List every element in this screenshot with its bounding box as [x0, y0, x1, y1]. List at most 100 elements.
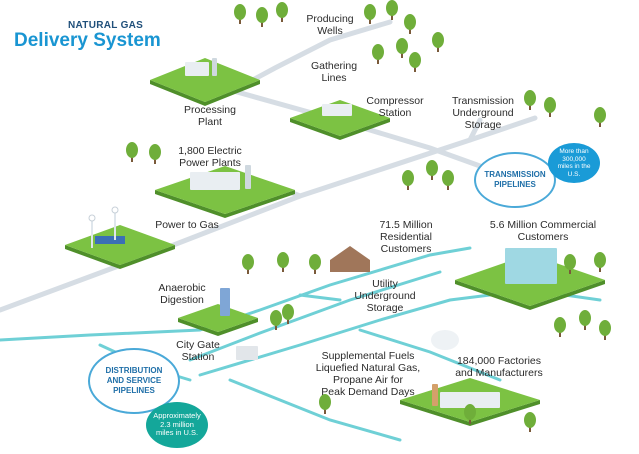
lng-tank [431, 330, 459, 350]
tile-anaerobic [178, 304, 258, 332]
tree-trunk-25 [604, 333, 606, 340]
tree-9 [432, 32, 444, 48]
label-utility-storage: Utility Underground Storage [354, 278, 416, 314]
solar-panels [95, 236, 125, 244]
tree-25 [599, 320, 611, 336]
tree-trunk-15 [407, 183, 409, 190]
tile-commercial-side-right [530, 280, 605, 310]
tree-24 [579, 310, 591, 326]
anaerobic-tower [220, 288, 230, 316]
tree-trunk-29 [275, 323, 277, 330]
tree-11 [544, 97, 556, 113]
tree-21 [564, 254, 576, 270]
tree-trunk-21 [569, 267, 571, 274]
tree-trunk-28 [324, 407, 326, 414]
teal-pipe-1 [188, 270, 442, 362]
tile-compressor-station-side-left [290, 118, 340, 140]
label-supplemental: Supplemental Fuels Liquefied Natural Gas… [315, 350, 421, 398]
tree-7 [396, 38, 408, 54]
tree-trunk-23 [559, 330, 561, 337]
tree-1 [256, 7, 268, 23]
tree-18 [242, 254, 254, 270]
label-factories: 184,000 Factories and Manufacturers [455, 355, 543, 379]
tree-3 [364, 4, 376, 20]
tree-trunk-16 [431, 173, 433, 180]
gray-pipe-0 [0, 115, 538, 313]
tile-processing-plant-side-left [150, 80, 205, 106]
tile-power-plants-side-left [155, 190, 225, 218]
tree-trunk-7 [401, 51, 403, 58]
teal-pipe-0 [0, 246, 472, 342]
tree-27 [524, 412, 536, 428]
tile-power-to-gas-side-right [120, 245, 175, 269]
trees [126, 0, 611, 432]
badge-distribution-miles: Approximately 2.3 million miles in U.S. [146, 402, 208, 448]
label-power-plants: 1,800 Electric Power Plants [178, 145, 242, 169]
tree-5 [404, 14, 416, 30]
tree-26 [464, 404, 476, 420]
label-producing-wells: Producing Wells [306, 13, 354, 37]
tile-compressor-station [290, 100, 390, 136]
tree-trunk-30 [287, 317, 289, 324]
tree-trunk-24 [584, 323, 586, 330]
tree-2 [276, 2, 288, 18]
compressor-station-building [322, 104, 352, 116]
label-gathering-lines: Gathering Lines [310, 60, 358, 84]
residential-house [330, 246, 370, 272]
badge-transmission-pipelines: TRANSMISSION PIPELINES [474, 152, 556, 208]
tree-trunk-0 [239, 17, 241, 24]
tree-28 [319, 394, 331, 410]
teal-pipe-3 [228, 378, 402, 442]
tree-trunk-6 [377, 57, 379, 64]
tile-power-to-gas [65, 225, 175, 265]
badge-transmission-miles: More than 300,000 miles in the U.S. [548, 143, 600, 183]
processing-plant-stack [212, 58, 217, 76]
label-city-gate: City Gate Station [176, 339, 220, 363]
gray-pipe-2 [227, 87, 483, 169]
tree-trunk-22 [599, 265, 601, 272]
wind-turbine-hub-0 [88, 214, 96, 222]
factory-building [440, 392, 500, 408]
commercial-building [505, 248, 557, 284]
tree-trunk-17 [447, 183, 449, 190]
tree-trunk-3 [369, 17, 371, 24]
tree-6 [372, 44, 384, 60]
tree-trunk-2 [281, 15, 283, 22]
label-power-to-gas: Power to Gas [155, 219, 219, 231]
tree-trunk-18 [247, 267, 249, 274]
tree-trunk-19 [282, 265, 284, 272]
header-kicker: NATURAL GAS [68, 20, 144, 31]
tree-0 [234, 4, 246, 20]
tree-trunk-9 [437, 45, 439, 52]
tree-17 [442, 170, 454, 186]
facility-tiles [65, 58, 605, 426]
teal-pipe-5 [358, 328, 502, 382]
page-title: Delivery System [14, 30, 161, 51]
wind-turbine-hub-1 [111, 206, 119, 214]
tile-commercial-side-left [455, 280, 530, 310]
tile-factories-side-right [470, 400, 540, 426]
label-compressor-station: Compressor Station [366, 95, 424, 119]
tree-23 [554, 317, 566, 333]
tree-trunk-8 [414, 65, 416, 72]
tree-trunk-1 [261, 20, 263, 27]
tile-anaerobic-side-right [218, 318, 258, 336]
tile-compressor-station-side-right [340, 118, 390, 140]
tree-12 [594, 107, 606, 123]
tile-power-to-gas-side-left [65, 245, 120, 269]
label-transmission-storage: Transmission Underground Storage [451, 95, 515, 131]
tree-30 [282, 304, 294, 320]
tree-19 [277, 252, 289, 268]
tile-processing-plant [150, 58, 260, 102]
label-residential: 71.5 Million Residential Customers [379, 219, 433, 255]
tree-16 [426, 160, 438, 176]
factory-stack [432, 384, 438, 406]
tile-anaerobic-side-left [178, 318, 218, 336]
tree-trunk-10 [529, 103, 531, 110]
tree-trunk-4 [391, 13, 393, 20]
tile-power-plants-side-right [225, 190, 295, 218]
tree-trunk-5 [409, 27, 411, 34]
tree-13 [126, 142, 138, 158]
tree-8 [409, 52, 421, 68]
